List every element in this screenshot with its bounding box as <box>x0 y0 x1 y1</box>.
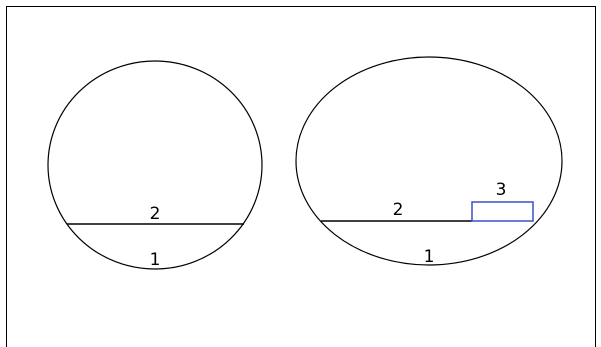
right-label-1: 1 <box>424 247 435 267</box>
left-circle <box>47 60 263 270</box>
left-label-1: 1 <box>150 250 161 270</box>
right-figure: 2 3 1 <box>295 56 563 267</box>
right-ellipse <box>295 56 563 266</box>
left-label-2: 2 <box>150 204 161 224</box>
right-label-3: 3 <box>496 180 507 200</box>
frame-border <box>6 6 596 347</box>
right-box-3 <box>471 201 534 222</box>
right-label-2: 2 <box>393 200 404 220</box>
left-figure: 2 1 <box>47 60 263 270</box>
